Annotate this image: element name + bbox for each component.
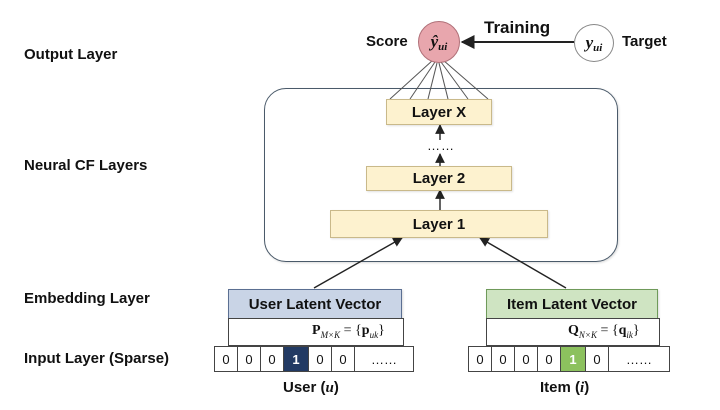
item-matrix-element-index: ik: [626, 329, 633, 340]
item-caption: Item (i): [540, 379, 589, 397]
arrow-item-to-layer1: [479, 237, 567, 289]
item-weight-box: [486, 318, 660, 346]
item-matrix-dims: N×K: [578, 329, 597, 340]
user-matrix-equals: = {: [340, 323, 362, 338]
user-input-cell: 0: [215, 347, 238, 371]
predicted-score-symbol: ŷ: [430, 32, 439, 51]
item-matrix-formula: QN×K = {qik}: [568, 323, 640, 340]
neural-cf-layers-label: Neural CF Layers: [24, 157, 148, 174]
user-input-cell: 0: [309, 347, 332, 371]
layer-x-box: Layer X: [386, 99, 492, 125]
item-caption-close: ): [584, 379, 590, 396]
target-subscript: ui: [593, 42, 603, 54]
item-input-cell: 0: [492, 347, 515, 371]
fan-line: [427, 62, 438, 100]
score-label: Score: [366, 33, 408, 50]
embedding-layer-label: Embedding Layer: [24, 290, 150, 307]
user-matrix-dims: M×K: [320, 329, 341, 340]
target-symbol: y: [585, 33, 594, 52]
item-input-cell: 0: [469, 347, 492, 371]
item-input-cell-ellipsis: ……: [626, 351, 652, 367]
item-latent-vector-box: Item Latent Vector: [486, 289, 658, 319]
user-caption-close: ): [333, 379, 339, 396]
layer-ellipsis: ……: [427, 138, 455, 153]
item-matrix-element: q: [618, 323, 627, 338]
output-layer-label: Output Layer: [24, 46, 118, 63]
item-caption-variable: i: [580, 380, 585, 396]
fan-line: [442, 59, 489, 100]
item-input-cell-active: 1: [561, 347, 586, 371]
target-label: Target: [622, 33, 667, 50]
item-matrix-close: }: [632, 323, 640, 338]
user-input-cell-ellipsis: ……: [371, 351, 397, 367]
user-matrix-symbol: P: [312, 323, 321, 338]
user-caption-text: User (: [283, 379, 326, 396]
arrow-user-to-layer1: [313, 237, 403, 289]
layer-2-box: Layer 2: [366, 166, 512, 191]
user-latent-vector-box: User Latent Vector: [228, 289, 402, 319]
user-matrix-formula: PM×K = {puk}: [312, 323, 385, 340]
user-input-cell: 0: [261, 347, 284, 371]
item-input-cell: 0: [586, 347, 609, 371]
item-input-vector: 0 0 0 0 1 0 ……: [468, 346, 670, 372]
item-caption-text: Item (: [540, 379, 581, 396]
item-matrix-equals: = {: [596, 323, 619, 338]
user-input-cell: 0: [238, 347, 261, 371]
layer-1-box: Layer 1: [330, 210, 548, 238]
fan-line: [389, 59, 434, 100]
user-matrix-close: }: [378, 323, 385, 338]
fan-line: [440, 61, 469, 100]
user-input-vector: 0 0 0 1 0 0 ……: [214, 346, 414, 372]
training-label: Training: [484, 18, 551, 37]
user-caption-variable: u: [325, 380, 334, 396]
input-layer-label: Input Layer (Sparse): [24, 350, 170, 367]
user-matrix-element-index: uk: [369, 329, 379, 340]
user-input-cell-active: 1: [284, 347, 309, 371]
user-weight-box: [228, 318, 404, 346]
fan-line: [409, 61, 436, 100]
item-matrix-symbol: Q: [568, 323, 579, 338]
user-matrix-element: p: [361, 323, 370, 338]
user-caption: User (u): [283, 379, 339, 397]
item-input-cell: 0: [538, 347, 561, 371]
predicted-score-subscript: ui: [438, 41, 448, 53]
item-input-cell: 0: [515, 347, 538, 371]
fan-line: [438, 62, 449, 100]
user-input-cell: 0: [332, 347, 355, 371]
